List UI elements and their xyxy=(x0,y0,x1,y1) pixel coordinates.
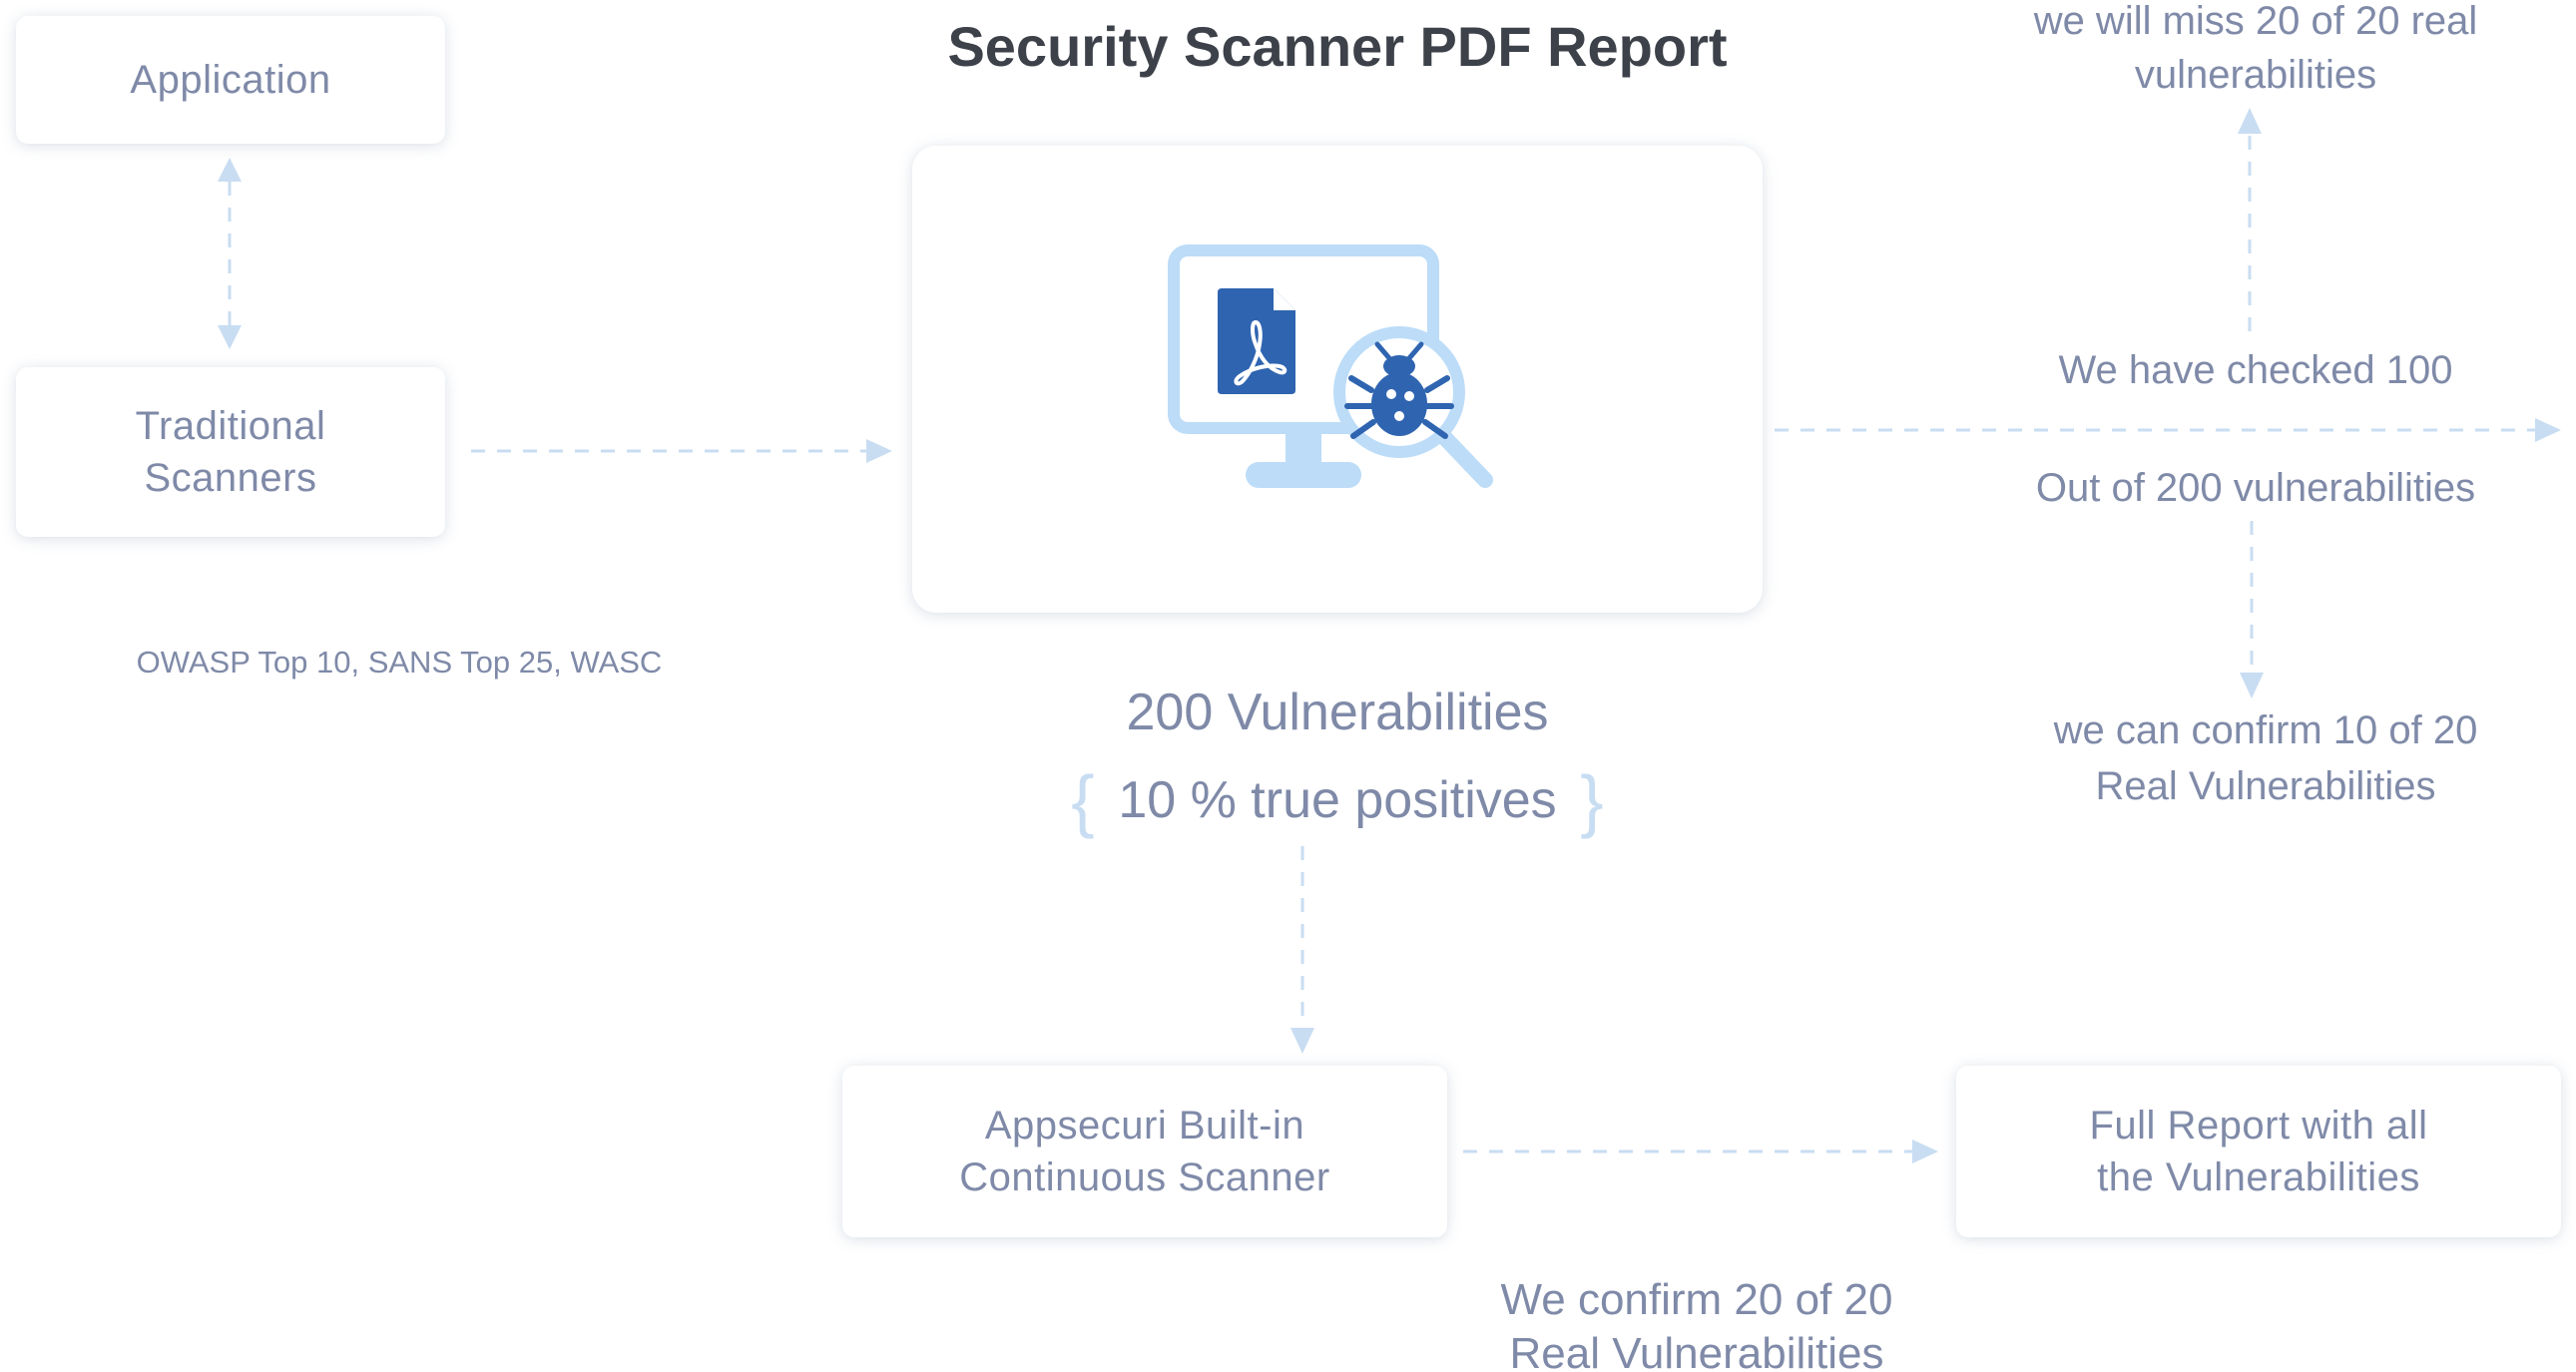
true-positives-label: 10 % true positives xyxy=(1118,771,1557,829)
arrowhead-down-scanners xyxy=(218,325,242,349)
node-traditional-scanners-label: Traditional Scanners xyxy=(135,404,326,500)
node-appsecuri-scanner: Appsecuri Built-in Continuous Scanner xyxy=(842,1066,1447,1237)
we-will-miss-label: we will miss 20 of 20 real vulnerabiliti… xyxy=(2033,0,2478,97)
node-application-label: Application xyxy=(130,58,331,102)
standards-label: OWASP Top 10, SANS Top 25, WASC xyxy=(136,645,663,680)
page-title: Security Scanner PDF Report xyxy=(947,15,1728,78)
monitor-pdf-bug-magnifier-icon xyxy=(1168,244,1493,488)
arrowhead-up-miss xyxy=(2238,108,2262,134)
we-confirm-label: We confirm 20 of 20 Real Vulnerabilities xyxy=(1500,1275,1893,1372)
arrowhead-up-application xyxy=(218,158,242,182)
out-of-label: Out of 200 vulnerabilities xyxy=(2035,466,2476,510)
checked-label: We have checked 100 xyxy=(2058,348,2453,392)
node-traditional-scanners: Traditional Scanners xyxy=(16,367,445,537)
node-appsecuri-scanner-label: Appsecuri Built-in Continuous Scanner xyxy=(959,1104,1330,1199)
node-pdf-report xyxy=(912,146,1763,613)
brace-open: { xyxy=(1071,761,1095,839)
arrowhead-down-appsecuri xyxy=(1290,1028,1314,1054)
node-full-report-label: Full Report with all the Vulnerabilities xyxy=(2089,1104,2428,1199)
node-full-report: Full Report with all the Vulnerabilities xyxy=(1956,1066,2561,1237)
brace-close: } xyxy=(1580,761,1604,839)
arrowhead-right-report xyxy=(866,439,892,463)
arrowhead-right-edge xyxy=(2535,418,2561,442)
arrowhead-down-confirm xyxy=(2240,673,2264,698)
arrowhead-right-fullreport xyxy=(1912,1140,1938,1163)
vulnerability-count: 200 Vulnerabilities xyxy=(1126,684,1549,741)
node-application: Application xyxy=(16,16,445,144)
can-confirm-label: we can confirm 10 of 20 Real Vulnerabili… xyxy=(2053,708,2478,808)
